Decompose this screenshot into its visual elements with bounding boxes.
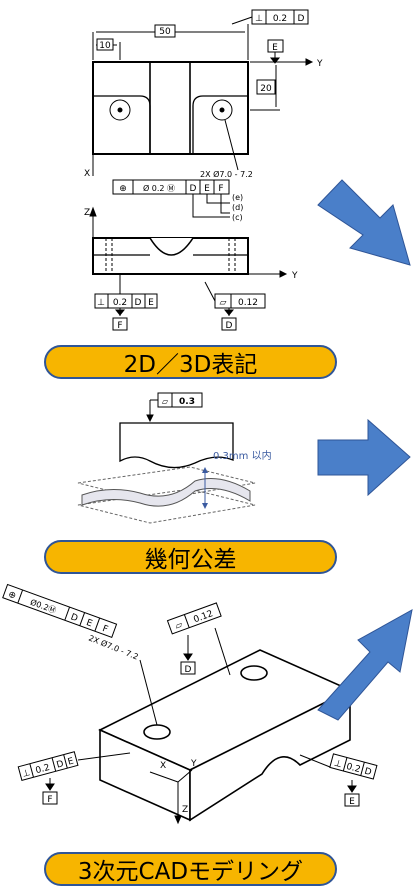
arrow-icon-1	[317, 179, 411, 266]
cad-right-perp-symbol: ⊥	[333, 759, 343, 771]
dim-height: 20	[260, 84, 272, 94]
axis-z-label: Z	[84, 208, 90, 218]
cad-bl-datum-e: E	[67, 756, 75, 767]
tolerance-sheet	[81, 478, 251, 507]
left-hole	[109, 99, 131, 121]
tolerance-panel: ▱ 0.3 0.3mm 以内	[0, 385, 418, 580]
front-datum-d: D	[226, 321, 233, 331]
label-notation: 2D／3D表記	[44, 345, 337, 379]
cad-top-flat-symbol: ▱	[174, 620, 184, 632]
front-perp-value: 0.2	[113, 298, 127, 308]
cad-top-datum: D	[185, 665, 192, 675]
label-tolerance: 幾何公差	[44, 540, 337, 574]
label-cad: 3次元CADモデリング	[44, 852, 337, 886]
cad-bl-perp-symbol: ⊥	[21, 768, 31, 780]
cad-bl-datum-d: D	[56, 759, 65, 770]
cad-right-datum: D	[363, 767, 372, 778]
datum-e-label: E	[272, 43, 278, 53]
axis-x-label: X	[84, 169, 90, 179]
cad-left-datum-f: F	[101, 624, 109, 635]
note-c: (c)	[232, 213, 243, 222]
flatness-datum: D	[298, 14, 305, 24]
arrow-icon-3	[317, 609, 413, 721]
cad-axis-x: X	[160, 761, 166, 771]
dim-width: 50	[159, 27, 171, 37]
cad-left-datum-d: D	[69, 612, 79, 624]
axis-y-label: Y	[316, 59, 323, 69]
notation-panel: 50 10 20 E Y ⊥ 0.2 D 2X Ø7.0 - 7.2 X ⊕ Ø…	[0, 0, 418, 400]
front-perp-datum-d: D	[135, 298, 142, 308]
top-view-outline	[92, 61, 249, 155]
front-perp-datum-e: E	[148, 298, 154, 308]
cad-bl-datum: F	[47, 795, 52, 805]
cad-left-datum-e: E	[85, 618, 94, 629]
position-datum-f: F	[218, 184, 223, 194]
cad-right-datum-e: E	[349, 797, 355, 807]
cad-hole-callout: 2X Ø7.0 - 7.2	[87, 633, 140, 662]
position-datum-e: E	[204, 184, 210, 194]
flatness-symbol: ⊥	[255, 14, 263, 24]
right-hole	[211, 99, 233, 121]
front-flat-value: 0.12	[238, 298, 258, 308]
cad-right-perp-value: 0.2	[345, 762, 361, 775]
flatness-value: 0.2	[273, 14, 287, 24]
cad-bl-perp-value: 0.2	[35, 763, 51, 776]
front-perp-symbol: ⊥	[97, 298, 105, 308]
svg-text:▱: ▱	[162, 397, 169, 406]
tolerance-profile	[119, 422, 234, 469]
cad-panel: ▱ 0.12 D ⊕ Ø0.2Ⓜ D E F 2X Ø7.0 - 7.2 X Y…	[0, 580, 418, 850]
note-d: (d)	[232, 203, 243, 212]
axis-y-front-label: Y	[291, 271, 298, 281]
cad-axis-y: Y	[190, 759, 197, 769]
position-symbol: ⊕	[119, 184, 127, 194]
position-value: Ø 0.2 Ⓜ	[143, 183, 175, 193]
cad-hole-right	[240, 665, 268, 681]
position-datum-d: D	[190, 184, 197, 194]
front-datum-f: F	[117, 321, 122, 331]
front-flat-symbol: ▱	[220, 298, 227, 308]
cad-axis-z: Z	[182, 805, 188, 815]
cad-drawing: ▱ 0.12 D ⊕ Ø0.2Ⓜ D E F 2X Ø7.0 - 7.2 X Y…	[2, 583, 413, 825]
hole-callout: 2X Ø7.0 - 7.2	[200, 169, 253, 179]
notation-drawing: 50 10 20 E Y ⊥ 0.2 D 2X Ø7.0 - 7.2 X ⊕ Ø…	[84, 9, 411, 331]
dim-offset: 10	[99, 41, 111, 51]
tolerance-drawing: ▱ 0.3 0.3mm 以内	[77, 392, 411, 524]
note-e: (e)	[232, 193, 243, 202]
tolerance-frame-value: 0.3	[179, 397, 195, 407]
arrow-icon-2	[317, 418, 411, 497]
cad-left-position-symbol: ⊕	[7, 590, 18, 602]
tolerance-range-text: 0.3mm 以内	[213, 449, 272, 462]
